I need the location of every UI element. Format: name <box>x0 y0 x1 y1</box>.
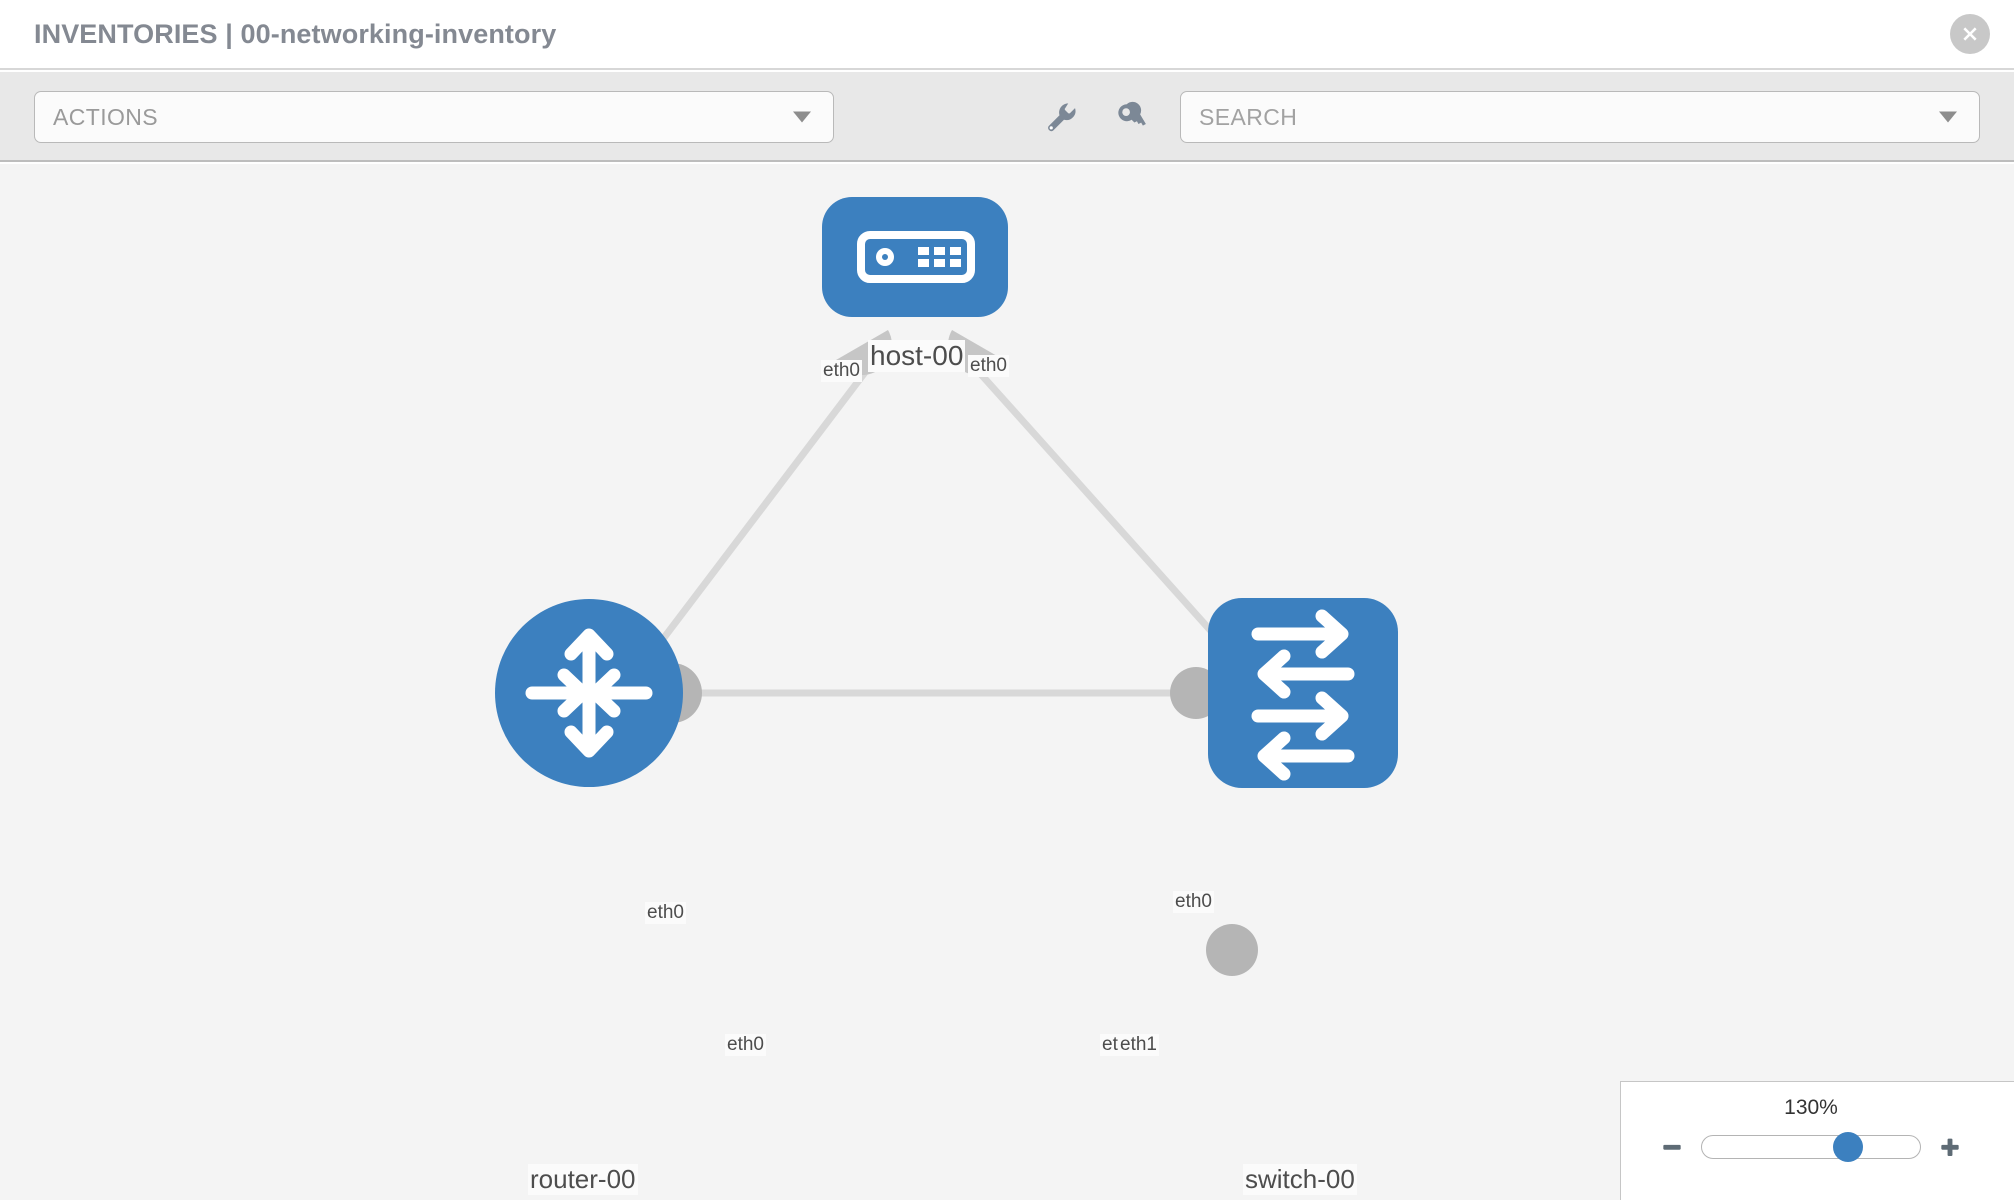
wrench-icon[interactable] <box>1038 94 1084 140</box>
edge-host-switch[interactable] <box>949 339 1248 672</box>
topology-edges <box>635 339 1248 697</box>
node-host-00[interactable] <box>822 197 1008 317</box>
node-switch-00[interactable] <box>1208 598 1398 788</box>
actions-dropdown[interactable]: ACTIONS <box>34 91 834 143</box>
chevron-down-icon <box>793 111 811 123</box>
node-router-00[interactable] <box>495 599 683 787</box>
iface-label-switch-eth0-uplink: eth0 <box>1173 891 1214 913</box>
iface-label-host-eth0-right: eth0 <box>968 355 1009 377</box>
zoom-level-value: 130% <box>1784 1096 1838 1119</box>
iface-label-router-eth0-uplink: eth0 <box>645 902 686 924</box>
zoom-slider-thumb[interactable] <box>1833 1132 1864 1162</box>
zoom-slider[interactable] <box>1701 1132 1921 1162</box>
zoom-slider-row <box>1621 1132 2001 1162</box>
router-icon <box>525 628 653 758</box>
switch-icon <box>1251 609 1355 781</box>
toolbar: ACTIONS SEARCH <box>0 72 2014 162</box>
zoom-out-button[interactable] <box>1657 1132 1687 1162</box>
iface-label-host-eth0-left: eth0 <box>821 360 862 382</box>
connector-switch-eth0 <box>1206 924 1258 976</box>
page-title: INVENTORIES | 00-networking-inventory <box>34 18 557 49</box>
topology-canvas[interactable]: host-00 router-00 switch-00 eth0 eth0 et… <box>0 164 2014 1200</box>
node-label-switch-00: switch-00 <box>1243 1164 1357 1195</box>
iface-label-router-eth0: eth0 <box>725 1034 766 1056</box>
key-icon[interactable] <box>1108 94 1154 140</box>
close-icon[interactable] <box>1950 14 1990 54</box>
chevron-down-icon[interactable] <box>1939 111 1957 123</box>
topology-connectors <box>672 330 1258 976</box>
search-placeholder: SEARCH <box>1199 103 1298 130</box>
edge-host-router[interactable] <box>635 339 891 675</box>
iface-label-switch-eth1: eth1 <box>1118 1034 1159 1056</box>
zoom-control-panel: 130% <box>1620 1081 2014 1200</box>
server-icon <box>857 231 975 283</box>
node-label-host-00: host-00 <box>868 340 966 372</box>
search-input[interactable]: SEARCH <box>1180 91 1980 143</box>
zoom-in-button[interactable] <box>1935 1132 1965 1162</box>
page-header: INVENTORIES | 00-networking-inventory <box>0 0 2014 70</box>
topology-graph <box>495 197 1398 976</box>
actions-dropdown-label: ACTIONS <box>53 103 159 130</box>
node-label-router-00: router-00 <box>528 1164 638 1195</box>
